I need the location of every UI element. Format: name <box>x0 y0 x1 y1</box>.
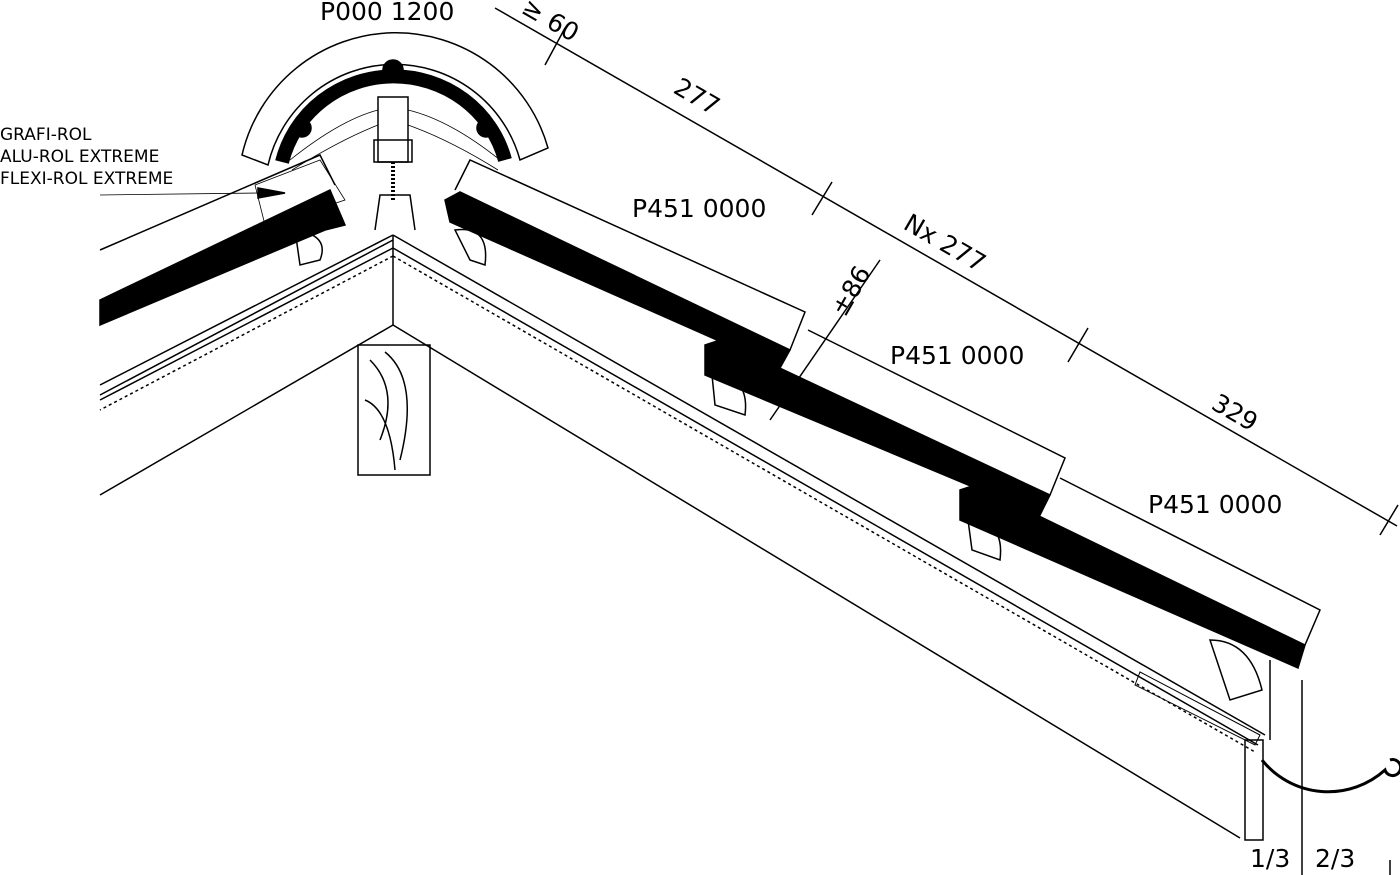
spacing-last-label: 329 <box>1207 388 1263 437</box>
spacing-repeat-label: Nx 277 <box>899 208 991 278</box>
dimension-line <box>494 7 1399 536</box>
tile-2-label: P451 0000 <box>890 341 1024 370</box>
rafter-post <box>357 344 431 476</box>
ridge-roll-3-label: FLEXI-ROL EXTREME <box>0 169 173 189</box>
roof-deck <box>99 234 1266 839</box>
tile-3-label: P451 0000 <box>1148 490 1282 519</box>
ridge-tile <box>241 32 549 171</box>
ridge-batten <box>373 96 416 231</box>
roof-tile-right-1 <box>444 159 806 369</box>
gutter-right-label: 2/3 <box>1315 844 1355 873</box>
overlap-label: ±86 <box>825 261 876 321</box>
ridge-roll-2-label: ALU-ROL EXTREME <box>0 147 159 167</box>
roof-tile-right-3 <box>959 477 1321 701</box>
min-gap-label: ≥ 60 <box>517 0 584 48</box>
leader-line <box>99 192 259 196</box>
tile-1-label: P451 0000 <box>632 194 766 223</box>
roof-tile-right-2 <box>704 329 1066 516</box>
gutter-left-label: 1/3 <box>1250 844 1290 873</box>
spacing-first-label: 277 <box>669 72 725 121</box>
eave-fascia <box>1134 660 1271 841</box>
ridge-roll-1-label: GRAFI-ROL <box>0 125 92 145</box>
ridge-tile-label: P000 1200 <box>320 0 454 26</box>
roof-tile-left <box>99 154 347 327</box>
